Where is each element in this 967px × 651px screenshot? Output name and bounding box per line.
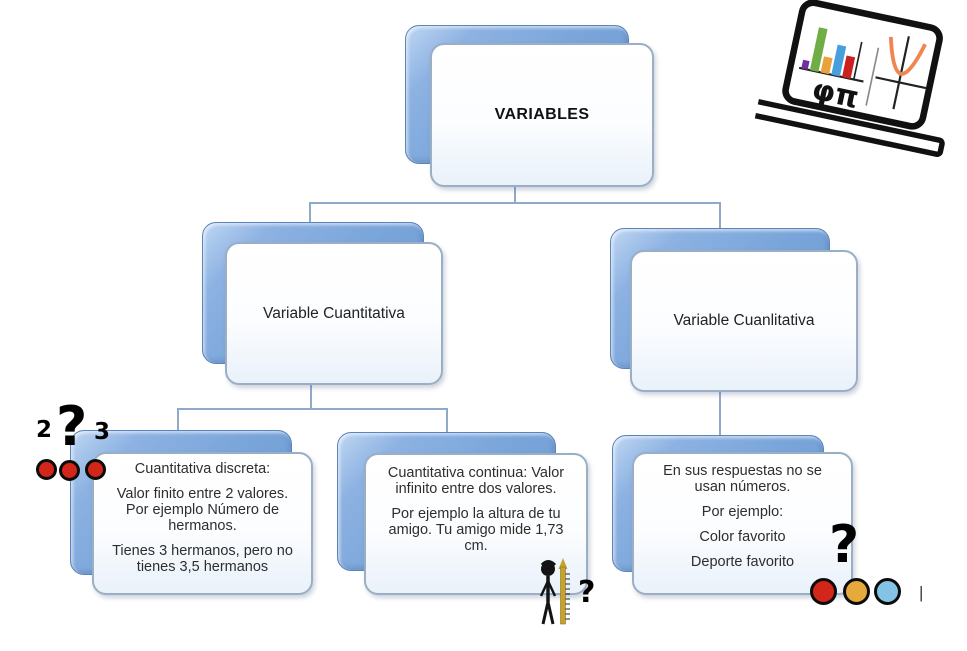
cuantitativa-node-label: Variable Cuantitativa [263,304,405,322]
connector-root-horizontal [309,202,721,204]
root-node-label: VARIABLES [494,106,590,123]
connector-root-stem [514,187,516,203]
cualitativa-node-label: Variable Cuanlitativa [673,312,815,329]
red-dot-icon [810,578,837,605]
discreta-node: Cuantitativa discreta: Valor finito entr… [92,452,313,595]
discreta-number-2: 2 [36,417,53,443]
connector-root-to-cuantitativa [309,202,311,223]
discreta-definition: Valor finito entre 2 valores. Por ejempl… [116,485,289,534]
discreta-number-3: 3 [94,419,111,445]
connector-to-continua [446,408,448,433]
red-dot-icon [59,460,80,481]
sky-dot-icon [874,578,901,605]
discreta-node-text: Cuantitativa discreta: Valor finito entr… [94,454,311,584]
height-measure-figure [534,556,586,632]
connector-cuantitativa-horizontal [177,408,448,410]
laptop-statistics-icon: φπ [748,0,958,158]
cualitativa-question-mark-icon: ? [829,515,860,575]
discreta-example: Tienes 3 hermanos, pero no tienes 3,5 he… [112,542,293,575]
amber-dot-icon [843,578,870,605]
discreta-heading: Cuantitativa discreta: [134,461,271,477]
connector-cuantitativa-stem [310,385,312,410]
connector-to-discreta [177,408,179,431]
cualitativa-ejemplo-deporte: Deporte favorito [690,553,795,570]
stick-figure-ruler-icon [539,558,570,625]
continua-question-mark-icon: ? [578,575,596,610]
cualitativa-node: Variable Cuanlitativa [630,250,858,392]
cualitativa-por-ejemplo: Por ejemplo: [701,503,784,520]
cualitativa-definition: En sus respuestas no se usan números. [663,463,822,495]
connector-root-to-cualitativa [719,202,721,229]
connector-cualitativa-stem [719,392,721,436]
cualitativa-ejemplo-node: En sus respuestas no se usan números. Po… [632,452,853,595]
red-dot-icon [36,459,57,480]
continua-node-text: Cuantitativa continua: Valor infinito en… [366,455,586,563]
cualitativa-ejemplo-color: Color favorito [699,528,786,545]
cualitativa-ejemplo-text: En sus respuestas no se usan números. Po… [634,454,851,579]
continua-definition: Cuantitativa continua: Valor infinito en… [387,465,565,497]
root-node: VARIABLES [430,43,654,187]
text-cursor-mark: | [919,583,924,602]
discreta-question-mark-icon: ? [56,395,88,458]
cuantitativa-node: Variable Cuantitativa [225,242,443,385]
red-dot-icon [85,459,106,480]
continua-example: Por ejemplo la altura de tu amigo. Tu am… [388,505,564,554]
